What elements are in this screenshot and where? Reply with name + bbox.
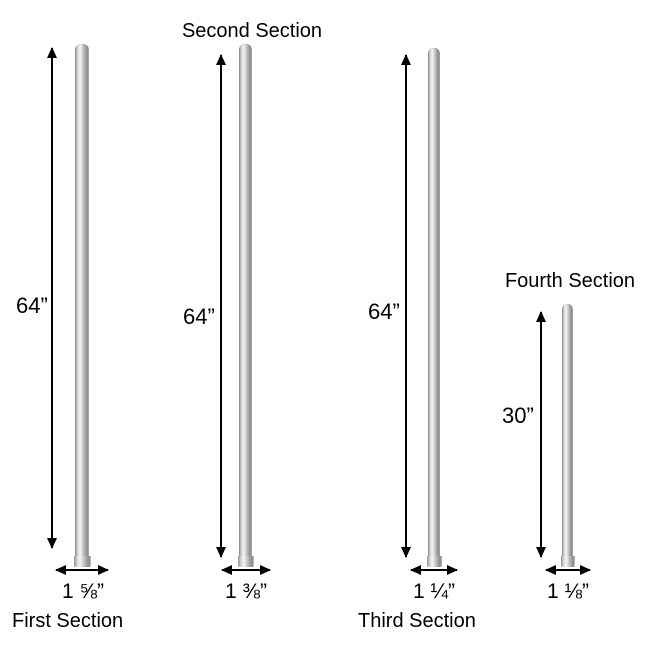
fourth-section-height-label: 30” (502, 403, 534, 428)
fourth-section-width-label: 1 ⅛” (546, 580, 590, 603)
second-section-pole (237, 44, 254, 567)
first-section-width-arrow (55, 565, 109, 575)
second-section-title: Second Section (181, 20, 323, 42)
third-section-height-arrow (401, 54, 411, 558)
first-section-title: First Section (12, 610, 124, 632)
third-section-title: Third Section (358, 610, 476, 632)
third-section-pole (426, 48, 442, 567)
first-section-height-arrow (47, 47, 57, 549)
fourth-section-pole (560, 304, 575, 567)
third-section-width-arrow (410, 565, 458, 575)
second-section-width-label: 1 ⅜” (224, 580, 268, 603)
second-section-height-arrow (216, 54, 226, 558)
second-section-width-arrow (221, 565, 271, 575)
first-section-width-label: 1 ⅝” (61, 580, 105, 603)
first-section-height-label: 64” (16, 293, 48, 318)
third-section-width-label: 1 ¼” (412, 580, 456, 603)
fourth-section-title: Fourth Section (504, 270, 636, 292)
fourth-section-width-arrow (545, 565, 591, 575)
second-section-height-label: 64” (183, 304, 215, 329)
first-section-pole (73, 44, 91, 567)
third-section-height-label: 64” (368, 299, 400, 324)
fourth-section-height-arrow (536, 311, 546, 558)
